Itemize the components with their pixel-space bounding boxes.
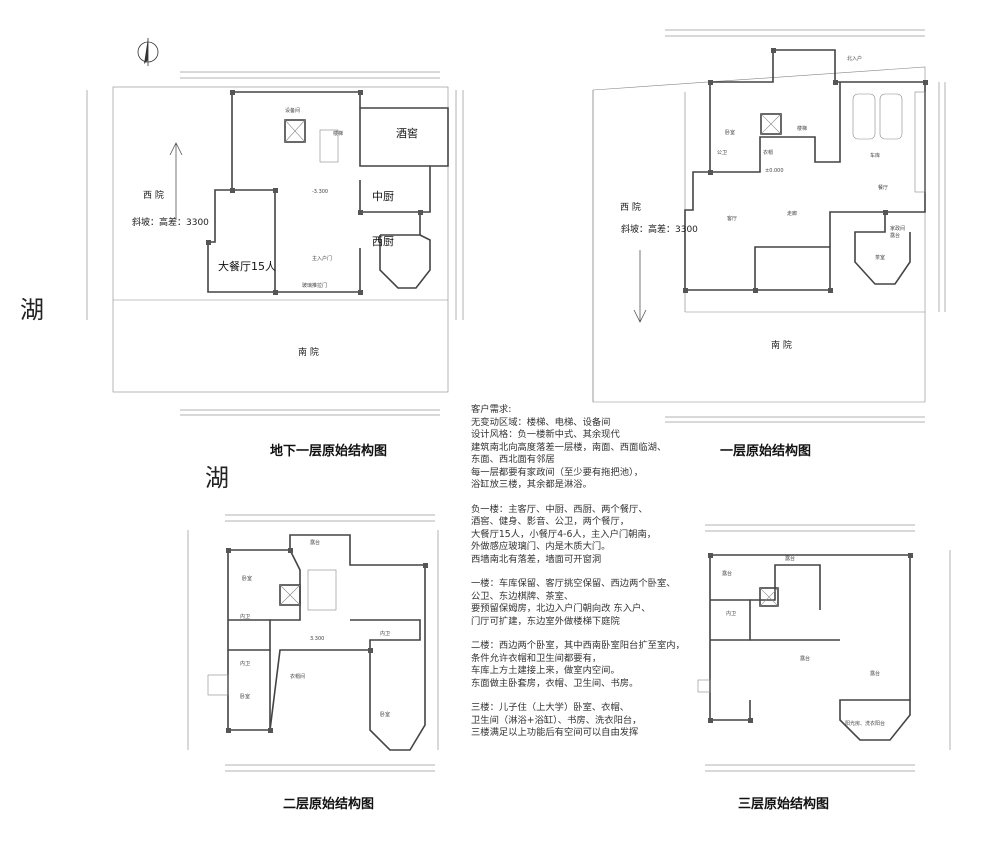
note-line: 东面做主卧套房，衣帽、卫生间、书房。 [471,677,639,689]
notes-general: 客户需求: 无变动区域：楼梯、电梯、设备间 设计风格：负一楼新中式、其余现代 建… [471,404,671,492]
dimension-lines [86,71,464,416]
label-wine-cellar: 酒窖 [396,126,418,140]
note-line: 酒窖、健身、影音、公卫，两个餐厅， [471,516,630,527]
label-balcony-note-3f: 阳光房、洗衣阳台 [845,720,885,727]
label-corridor-g: 走廊 [787,210,797,217]
lake-label-2: 湖 [205,464,229,492]
note-line: 外做感应玻璃门、内是木质大门。 [471,541,611,552]
label-cloak-g: 衣帽 [763,149,773,156]
second-plan-title: 二层原始结构图 [283,797,375,812]
note-line: 东面、西北面有邻居 [471,454,555,465]
ground-plan-title: 一层原始结构图 [720,444,812,459]
basement-plan-title: 地下一层原始结构图 [270,444,388,459]
label-terrace-b-3f: 露台 [785,555,795,562]
label-slope-g: 斜坡：高差：3300 [621,223,698,235]
label-laundry-g: 家政间 [890,225,905,232]
label-west-kitchen: 西厨 [372,235,394,248]
label-dining-g: 餐厅 [878,184,888,191]
dimension-lines [705,524,951,772]
note-line: 无变动区域：楼梯、电梯、设备间 [471,416,611,428]
notes-basement: 负一楼：主客厅、中厨、西厨、两个餐厅、 酒窖、健身、影音、公卫，两个餐厅， 大餐… [471,504,671,567]
notes-second: 二楼：西边两个卧室，其中西南卧室阳台扩至室内， 条件允许衣帽和卫生间都要有， 车… [471,640,685,690]
label-inner-wc-a-2f: 内卫 [240,613,250,620]
label-public-wc-g: 公卫 [717,150,727,156]
label-terrace-a-3f: 露台 [722,570,732,577]
client-requirements-notes: 客户需求: 无变动区域：楼梯、电梯、设备间 设计风格：负一楼新中式、其余现代 建… [471,404,685,752]
label-tea-g: 茶室 [875,254,885,261]
label-level-b1: -3.300 [312,189,328,195]
note-line: 三楼满足以上功能后有空间可以自由发挥 [471,727,639,738]
label-inner-wc-3f: 内卫 [726,610,736,617]
note-line: 公卫、东边棋牌、茶室、 [471,590,574,602]
label-stairs-b1: 楼梯 [333,130,343,137]
notes-third: 三楼：儿子住（上大学）卧室、衣帽、 卫生间（淋浴+浴缸）、书房、洗衣阳台， 三楼… [471,702,671,740]
label-north-entry-g: 北入户 [847,55,862,62]
note-line: 西墙南北有落差，墙面可开窗洞 [471,553,602,565]
note-line: 门厅可扩建，东边室外做楼梯下庭院 [471,615,620,627]
label-south-yard-b1: 南 院 [298,346,319,358]
label-living-g: 客厅 [727,215,737,222]
note-line: 二楼：西边两个卧室，其中西南卧室阳台扩至室内， [471,640,685,651]
label-cloak-2f: 衣帽间 [290,673,305,680]
third-floor-plan: 露台 露台 内卫 露台 露台 阳光房、洗衣阳台 [697,524,951,772]
notes-heading: 客户需求: [471,404,512,415]
label-west-yard-b1: 西 院 [143,189,164,201]
label-bedroom-b-2f: 卧室 [240,693,250,700]
label-terrace-c-3f: 露台 [800,655,810,662]
note-line: 设计风格：负一楼新中式、其余现代 [471,429,620,440]
dimension-lines [187,514,439,772]
note-line: 浴缸放三楼，其余都是淋浴。 [471,479,592,490]
label-bedroom-c-2f: 卧室 [380,711,390,718]
label-glass-door-b1: 玻璃推拉门 [302,282,327,289]
label-bedroom-g: 卧室 [725,129,735,136]
label-big-dining: 大餐厅15人 [218,259,276,273]
label-south-yard-g: 南 院 [771,339,792,351]
label-west-yard-g: 西 院 [620,201,641,213]
note-line: 车库上方土建接上来，做室内空间。 [471,665,620,676]
label-inner-wc-c-2f: 内卫 [380,630,390,637]
label-equipment-b1: 设备间 [285,107,300,114]
label-middle-kitchen: 中厨 [372,190,394,203]
basement-floor-plan: 酒窖 中厨 西厨 大餐厅15人 西 院 斜坡：高差：3300 南 院 设备间 楼… [86,38,464,416]
label-balcony-g: 露台 [890,232,900,239]
ground-floor-plan: 北入户 卧室 公卫 衣帽 楼梯 车库 餐厅 客厅 走廊 家政间 露台 茶室 ±0… [592,29,946,423]
label-level-g: ±0.000 [765,168,784,174]
note-line: 卫生间（淋浴+浴缸）、书房、洗衣阳台， [471,714,642,726]
note-line: 每一层都要有家政间（至少要有拖把池）， [471,466,643,478]
label-terrace-2f: 露台 [310,539,320,546]
note-line: 三楼：儿子住（上大学）卧室、衣帽、 [471,702,630,713]
third-plan-title: 三层原始结构图 [738,797,830,812]
lake-label-1: 湖 [20,296,44,324]
note-line: 建筑南北向高度落差一层楼，南面、西面临湖、 [471,441,667,453]
note-line: 条件允许衣帽和卫生间都要有， [471,652,602,664]
label-terrace-d-3f: 露台 [870,670,880,677]
label-inner-wc-b-2f: 内卫 [240,660,250,667]
label-level-2f: 3.300 [310,636,324,642]
note-line: 大餐厅15人，小餐厅4-6人，主入户门朝南， [471,528,657,540]
north-arrow-icon [137,38,159,66]
label-slope-b1: 斜坡：高差：3300 [132,216,209,228]
second-floor-plan: 露台 卧室 内卫 内卫 内卫 卧室 衣帽间 卧室 3.300 [187,514,439,772]
note-line: 一楼：车库保留、客厅挑空保留、西边两个卧室、 [471,578,676,589]
label-stairs-g: 楼梯 [797,125,807,132]
note-line: 负一楼：主客厅、中厨、西厨、两个餐厅、 [471,503,648,515]
label-main-entry-b1: 主入户门 [312,255,332,262]
note-line: 要预留保姆房，北边入户门朝向改 东入户、 [471,603,651,614]
notes-ground: 一楼：车库保留、客厅挑空保留、西边两个卧室、 公卫、东边棋牌、茶室、 要预留保姆… [471,578,676,628]
label-bedroom-a-2f: 卧室 [242,575,252,582]
label-garage-g: 车库 [870,152,880,159]
